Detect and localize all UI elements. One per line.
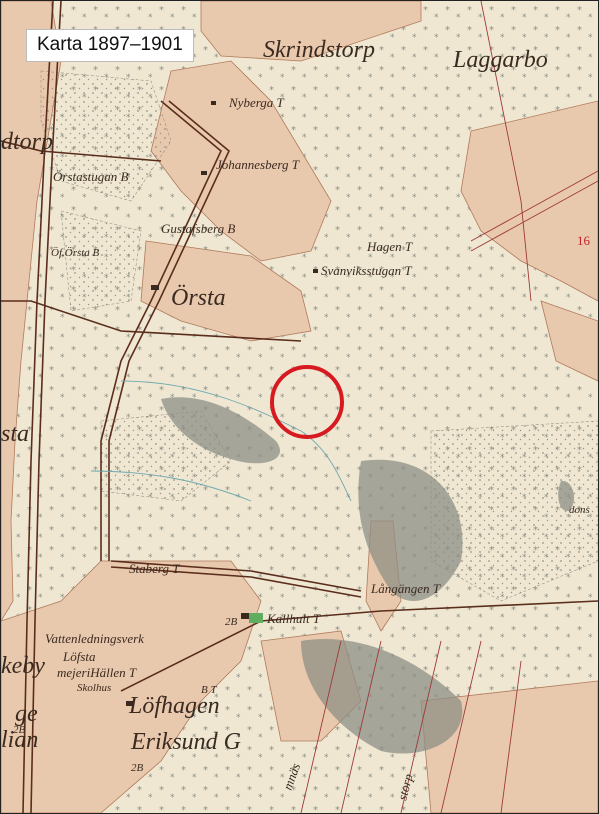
meadow-areas <box>40 70 598 602</box>
label-vattenledningsverk: Vattenledningsverk <box>45 631 144 646</box>
label-gg: ge <box>15 701 38 727</box>
highlight-circle <box>270 365 344 439</box>
label-bt: B T <box>201 684 217 696</box>
label-langangen: Långängen T <box>370 581 441 596</box>
streams <box>90 380 352 502</box>
label-skolhus: Skolhus <box>77 682 111 694</box>
label-keby: keby <box>1 653 45 679</box>
map-caption: Karta 1897–1901 <box>26 29 194 62</box>
buildings <box>126 101 318 706</box>
label-twob3: 2B <box>13 724 26 736</box>
label-ofversta: Öf.Örsta B <box>51 247 100 259</box>
label-skrindstorp: Skrindstorp <box>263 37 375 63</box>
label-eriksund: Eriksund G <box>130 729 241 755</box>
label-twob2: 2B <box>131 762 144 774</box>
label-mejerihallen: mejeriHällen T <box>57 665 137 680</box>
label-storp: storp <box>394 772 416 802</box>
label-svanvik: Svanviksstugan T <box>321 263 412 278</box>
label-twob: 2B <box>225 616 238 628</box>
label-lofsta: Löfsta <box>62 649 96 664</box>
label-lofhagen: Löfhagen <box>128 693 220 719</box>
label-hagen: Hagen T <box>366 239 413 254</box>
label-num-16: 16 <box>577 233 591 248</box>
label-dtorp: dtorp <box>1 129 53 155</box>
label-lian: lian <box>1 727 38 753</box>
label-gustafsberg: Gustafsberg B <box>161 221 235 236</box>
label-sta: sta <box>1 421 29 447</box>
property-lines <box>300 1 598 813</box>
garden-patch <box>249 613 263 623</box>
label-laggarbo: Laggarbo <box>452 47 548 73</box>
label-johannesberg: Johannesberg T <box>216 157 300 172</box>
label-orsta: Örsta <box>171 285 226 311</box>
label-kallhult: Kallhult T <box>266 611 321 626</box>
label-staberg: Staberg T <box>129 561 180 576</box>
label-nyberga: Nyberga T <box>228 95 285 110</box>
label-orstastugan: Örstastugan B <box>53 169 129 184</box>
label-dons: dons <box>569 504 590 516</box>
wetland-areas <box>161 397 575 754</box>
